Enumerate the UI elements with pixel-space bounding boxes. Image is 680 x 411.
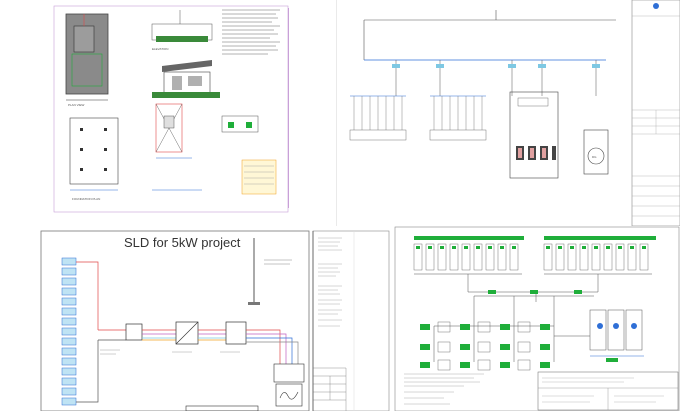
sld-title: SLD for 5kW project	[124, 235, 241, 250]
sheet-sld-5kw: SLD for 5kW project	[40, 230, 310, 411]
sld-5kw-svg: SLD for 5kW project	[40, 230, 310, 411]
inverter-rows	[420, 321, 550, 371]
sheet-sld-titleblock	[312, 230, 390, 411]
array-sld-svg	[394, 226, 680, 411]
sheet-distribution-sld: DG	[336, 0, 680, 226]
sheet-array-sld	[394, 226, 680, 411]
svg-text:PLAN VIEW: PLAN VIEW	[68, 103, 85, 107]
civil-drawing-svg: PLAN VIEW ELEVATION FOUNDATION PLAN	[53, 5, 289, 213]
svg-text:DG: DG	[592, 155, 597, 159]
svg-text:ELEVATION: ELEVATION	[152, 47, 168, 51]
pv-module-column	[61, 257, 77, 406]
svg-text:FOUNDATION PLAN: FOUNDATION PLAN	[72, 197, 100, 201]
distribution-sld-svg: DG	[336, 0, 680, 226]
sld-titleblock-svg	[312, 230, 390, 411]
pv-array-right	[543, 236, 656, 275]
sheet-civil-drawings: PLAN VIEW ELEVATION FOUNDATION PLAN	[52, 4, 290, 214]
pv-array-left	[413, 236, 524, 275]
